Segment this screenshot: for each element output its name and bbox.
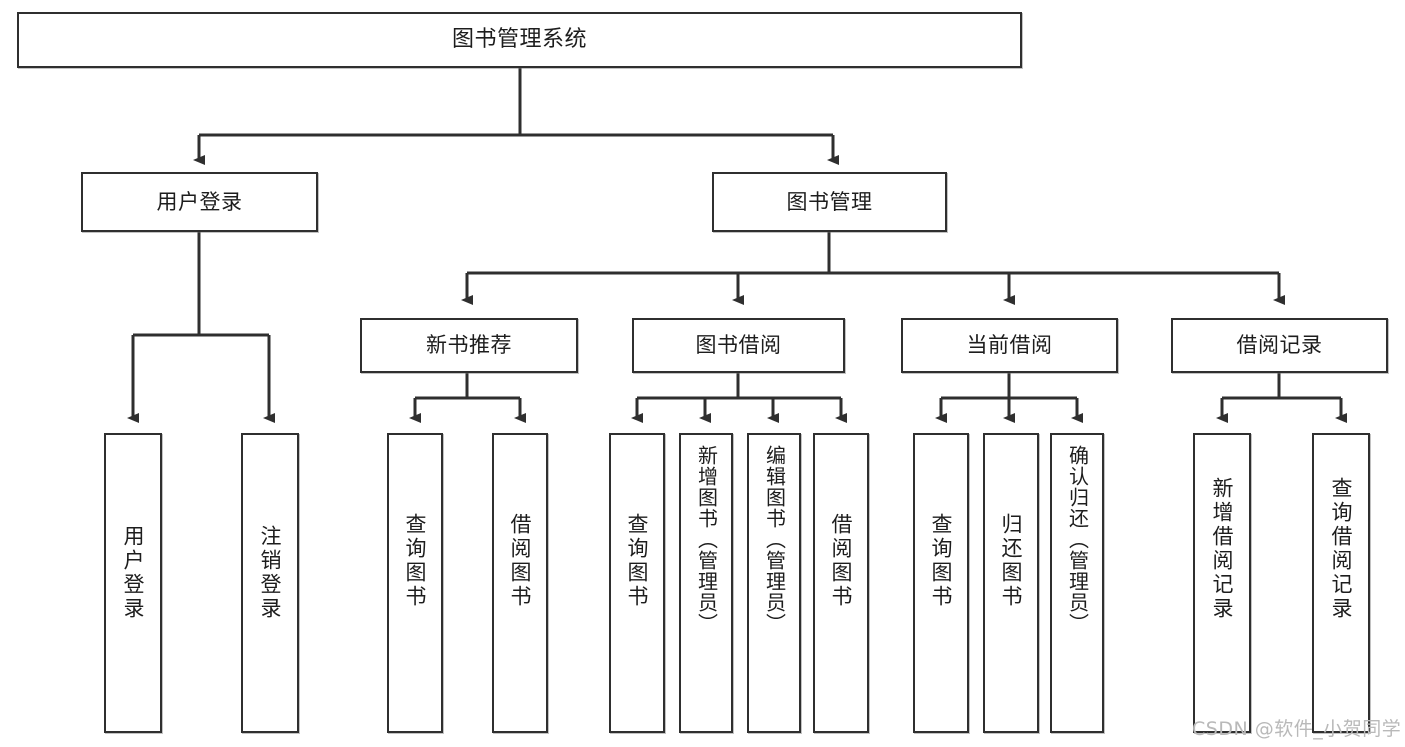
node-root[interactable]: 图书管理系统 (17, 12, 1022, 68)
node-leaf-user-login-label: 用户登录 (121, 525, 146, 621)
node-leaf-logout[interactable]: 注销登录 (241, 433, 299, 733)
node-current-borrow-label: 当前借阅 (966, 333, 1053, 358)
node-borrow-record[interactable]: 借阅记录 (1171, 318, 1388, 373)
node-user-login[interactable]: 用户登录 (81, 172, 318, 232)
node-leaf-borrow-book-newbook[interactable]: 借阅图书 (492, 433, 548, 733)
node-leaf-query-book-borrow-label: 查询图书 (625, 513, 650, 609)
node-leaf-return-book-label: 归还图书 (999, 513, 1024, 609)
node-leaf-borrow-book-newbook-label: 借阅图书 (508, 513, 533, 609)
node-leaf-query-book-borrow[interactable]: 查询图书 (609, 433, 665, 733)
node-leaf-query-borrow-record-label: 查询借阅记录 (1329, 477, 1354, 621)
node-leaf-query-borrow-record[interactable]: 查询借阅记录 (1312, 433, 1370, 733)
node-leaf-borrow-book[interactable]: 借阅图书 (813, 433, 869, 733)
node-book-borrow[interactable]: 图书借阅 (632, 318, 845, 373)
node-leaf-logout-label: 注销登录 (258, 525, 283, 621)
node-leaf-borrow-book-label: 借阅图书 (829, 513, 854, 609)
node-current-borrow[interactable]: 当前借阅 (901, 318, 1118, 373)
node-book-management[interactable]: 图书管理 (712, 172, 947, 232)
node-leaf-edit-book-label: 编辑图书（管理员） (762, 445, 787, 634)
node-root-label: 图书管理系统 (451, 27, 587, 53)
node-book-borrow-label: 图书借阅 (695, 333, 782, 358)
node-leaf-confirm-return-label: 确认归还（管理员） (1065, 445, 1090, 634)
node-leaf-add-book[interactable]: 新增图书（管理员） (679, 433, 733, 733)
node-leaf-confirm-return[interactable]: 确认归还（管理员） (1050, 433, 1104, 733)
node-new-book-recommend[interactable]: 新书推荐 (360, 318, 578, 373)
node-book-management-label: 图书管理 (786, 189, 873, 214)
node-leaf-edit-book[interactable]: 编辑图书（管理员） (747, 433, 801, 733)
node-leaf-query-book-current[interactable]: 查询图书 (913, 433, 969, 733)
node-leaf-return-book[interactable]: 归还图书 (983, 433, 1039, 733)
node-user-login-label: 用户登录 (156, 189, 243, 214)
node-leaf-query-book-newbook-label: 查询图书 (403, 513, 428, 609)
node-new-book-recommend-label: 新书推荐 (426, 333, 512, 358)
node-leaf-query-book-current-label: 查询图书 (929, 513, 954, 609)
node-leaf-add-borrow-record[interactable]: 新增借阅记录 (1193, 433, 1251, 733)
node-leaf-user-login[interactable]: 用户登录 (104, 433, 162, 733)
node-leaf-query-book-newbook[interactable]: 查询图书 (387, 433, 443, 733)
node-leaf-add-book-label: 新增图书（管理员） (694, 445, 719, 634)
csdn-watermark: CSDN @软件_小贺同学 (1192, 718, 1402, 740)
node-leaf-add-borrow-record-label: 新增借阅记录 (1210, 477, 1235, 621)
node-borrow-record-label: 借阅记录 (1236, 333, 1323, 358)
